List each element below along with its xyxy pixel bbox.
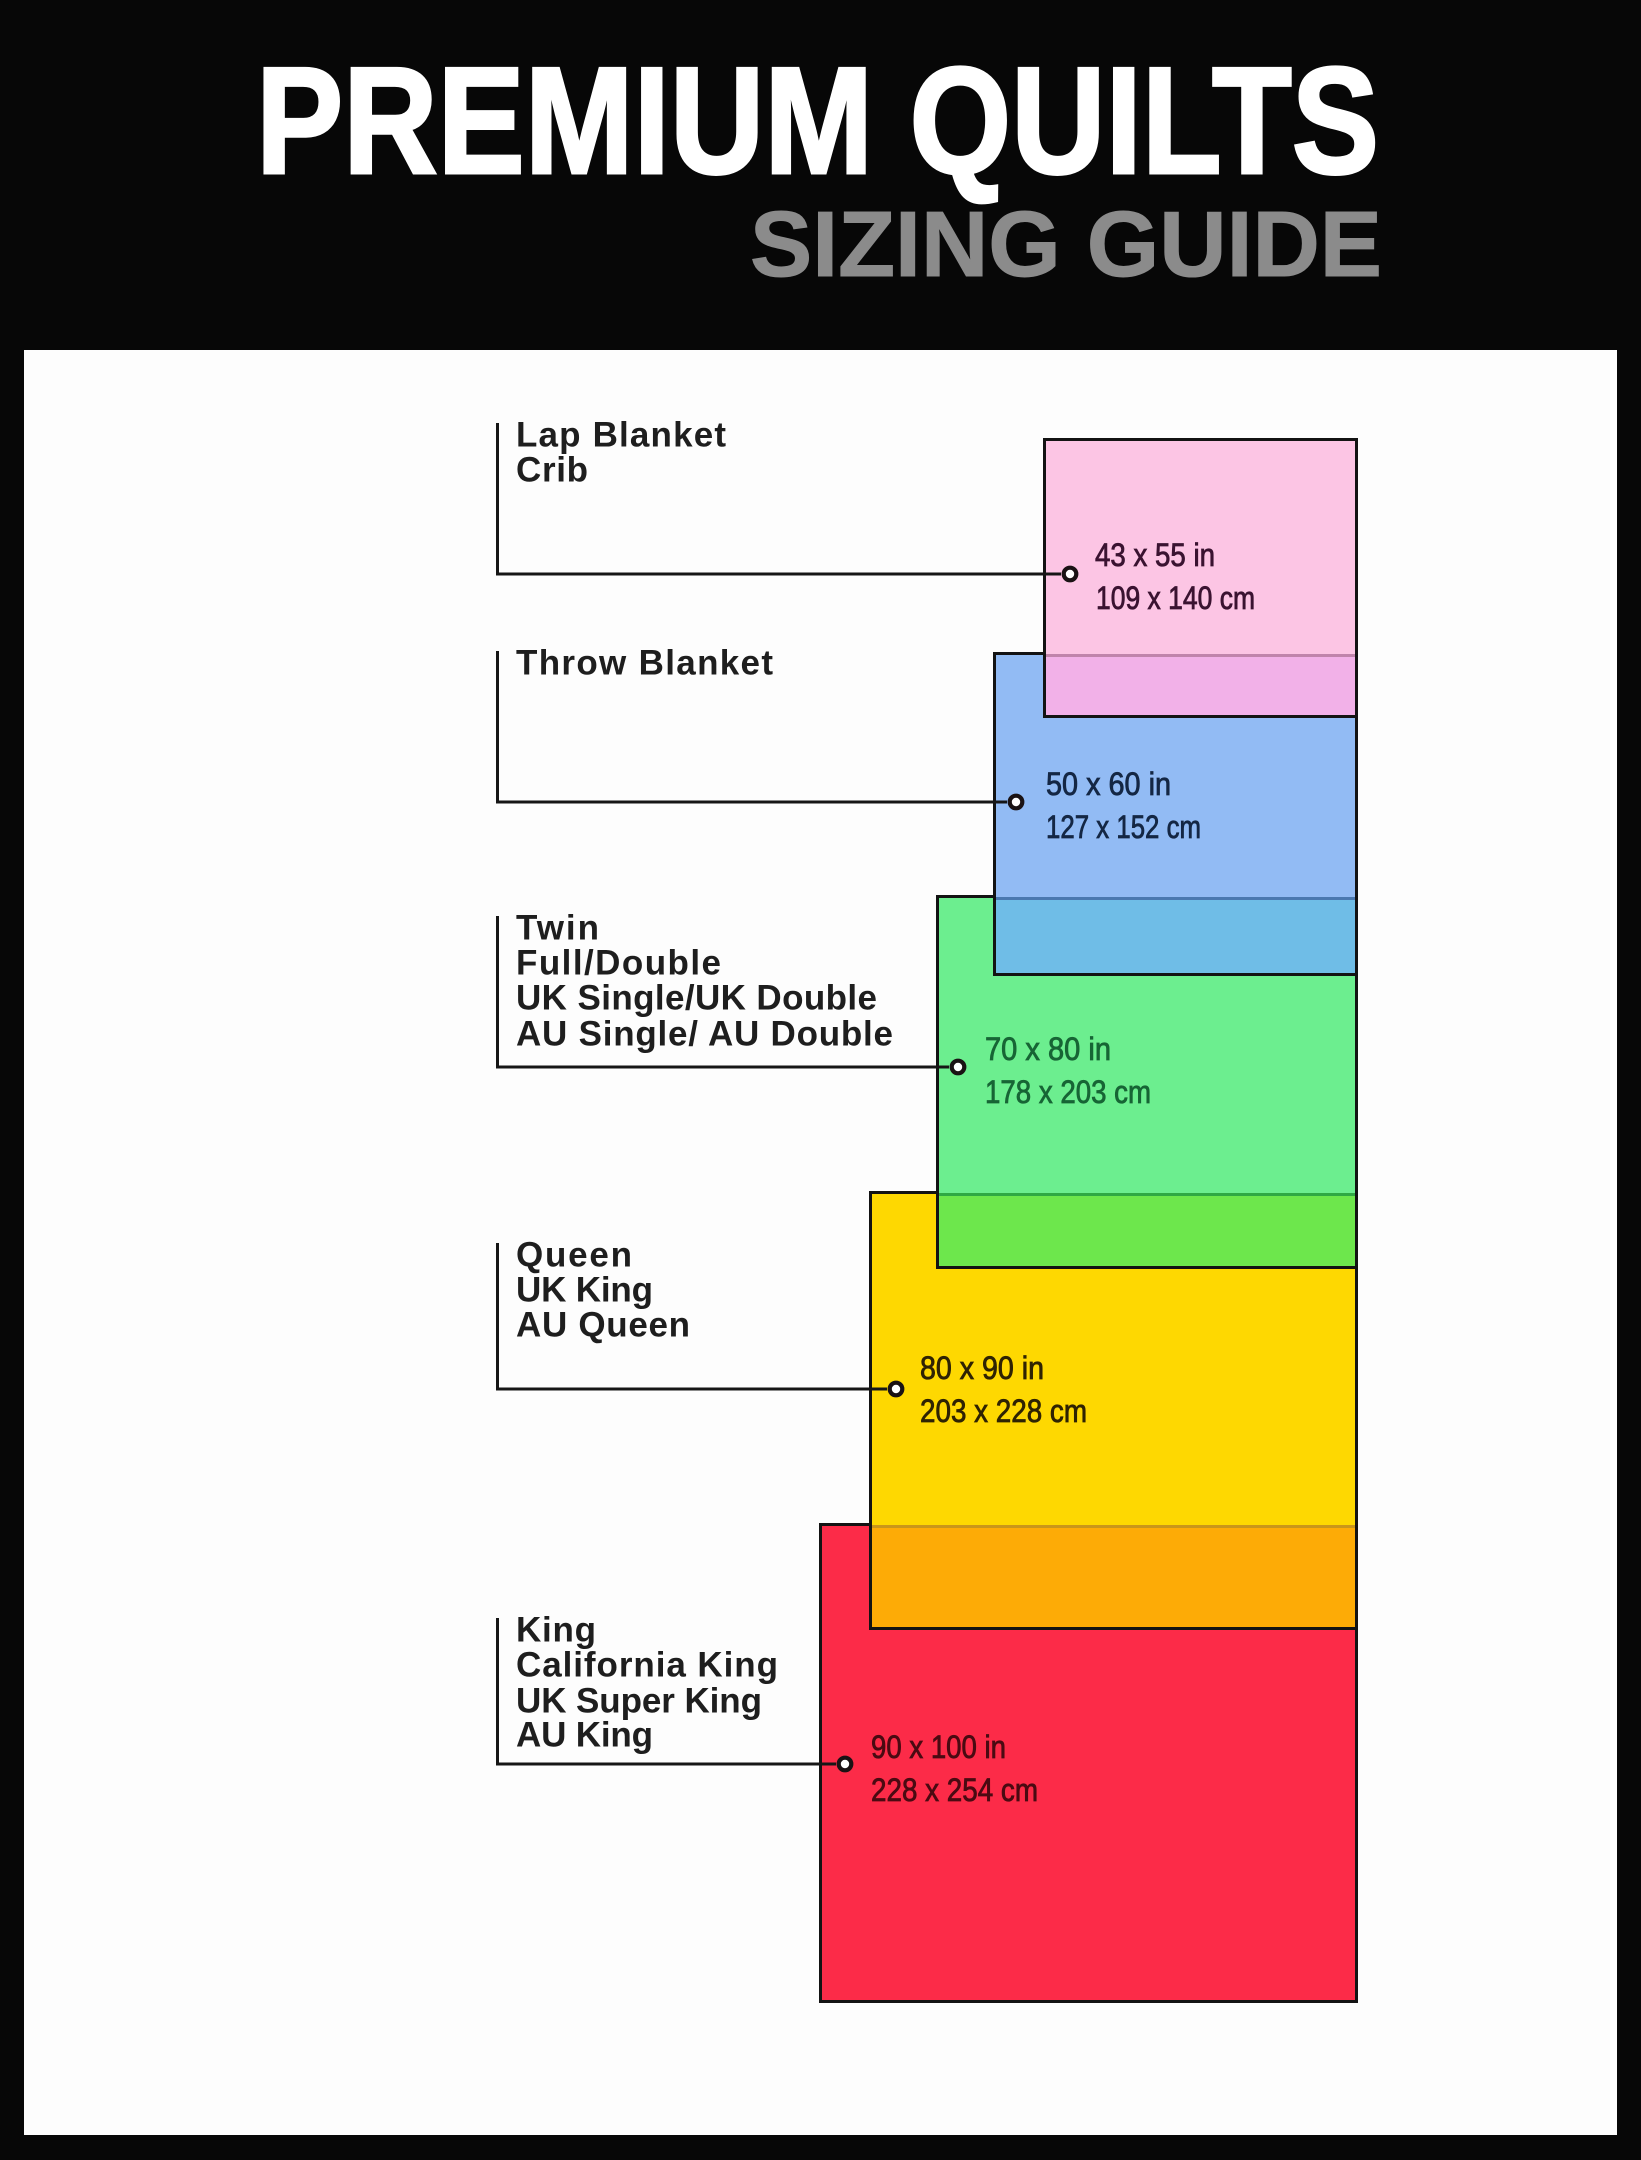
svg-text:127 x 152 cm: 127 x 152 cm bbox=[1046, 809, 1201, 845]
svg-text:178 x 203 cm: 178 x 203 cm bbox=[985, 1074, 1151, 1110]
svg-text:Crib: Crib bbox=[516, 451, 588, 490]
svg-text:UK Single/UK Double: UK Single/UK Double bbox=[516, 979, 877, 1018]
svg-text:Twin: Twin bbox=[516, 909, 599, 948]
svg-text:50 x 60 in: 50 x 60 in bbox=[1046, 766, 1171, 802]
svg-text:Queen: Queen bbox=[516, 1236, 632, 1275]
svg-text:AU King: AU King bbox=[516, 1716, 653, 1755]
svg-text:203 x 228 cm: 203 x 228 cm bbox=[920, 1393, 1087, 1429]
svg-text:90 x 100 in: 90 x 100 in bbox=[871, 1729, 1006, 1765]
svg-text:70 x 80 in: 70 x 80 in bbox=[985, 1031, 1111, 1067]
svg-text:Throw Blanket: Throw Blanket bbox=[516, 644, 773, 683]
svg-text:PREMIUM QUILTS: PREMIUM QUILTS bbox=[256, 36, 1379, 206]
svg-text:Lap Blanket: Lap Blanket bbox=[516, 416, 726, 455]
svg-text:80 x 90 in: 80 x 90 in bbox=[920, 1350, 1044, 1386]
svg-text:AU Single/ AU Double: AU Single/ AU Double bbox=[516, 1015, 893, 1054]
svg-text:Full/Double: Full/Double bbox=[516, 944, 721, 983]
svg-text:California King: California King bbox=[516, 1646, 778, 1685]
svg-text:228 x 254 cm: 228 x 254 cm bbox=[871, 1772, 1038, 1808]
svg-text:UK Super King: UK Super King bbox=[516, 1682, 762, 1721]
svg-text:43 x 55 in: 43 x 55 in bbox=[1095, 537, 1215, 573]
svg-text:King: King bbox=[516, 1611, 596, 1650]
svg-text:SIZING GUIDE: SIZING GUIDE bbox=[750, 192, 1382, 296]
svg-text:109 x 140 cm: 109 x 140 cm bbox=[1096, 580, 1255, 616]
svg-text:UK King: UK King bbox=[516, 1271, 653, 1310]
svg-text:AU Queen: AU Queen bbox=[516, 1306, 690, 1345]
